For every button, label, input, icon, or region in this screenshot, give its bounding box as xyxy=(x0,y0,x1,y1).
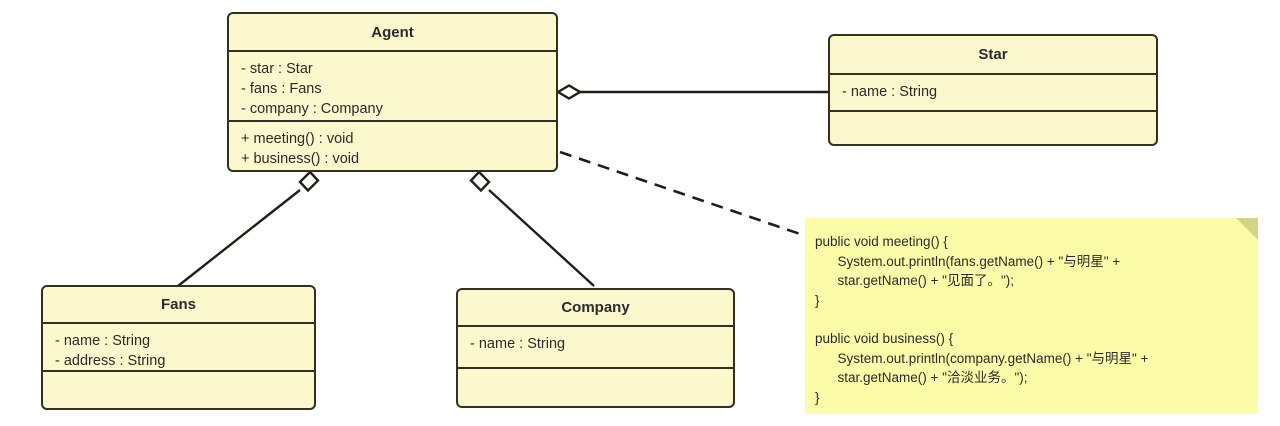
class-methods-star xyxy=(830,110,1156,144)
aggregation-diamond-fans xyxy=(298,170,320,193)
attribute-row: - name : String xyxy=(55,333,151,349)
attribute-row: - name : String xyxy=(470,336,566,352)
class-methods-company xyxy=(458,367,733,406)
attribute-row: - fans : Fans xyxy=(241,81,322,97)
class-title-star: Star xyxy=(978,46,1008,63)
attribute-row: - address : String xyxy=(55,353,166,369)
code-note[interactable]: public void meeting() { System.out.print… xyxy=(805,218,1258,414)
class-box-company[interactable]: Company - name : String xyxy=(456,288,735,408)
class-methods-fans xyxy=(43,370,314,408)
attribute-row: - name : String xyxy=(842,84,938,100)
class-methods-agent: + meeting() : void + business() : void xyxy=(229,120,556,170)
class-box-fans[interactable]: Fans - name : String - address : String xyxy=(41,285,316,410)
note-code-gap xyxy=(815,310,1242,329)
class-attributes-agent: - star : Star - fans : Fans - company : … xyxy=(229,50,556,120)
class-title-company: Company xyxy=(561,299,630,316)
connector-agent-fans xyxy=(177,189,301,287)
class-attributes-fans: - name : String - address : String xyxy=(43,322,314,370)
attribute-row: - company : Company xyxy=(241,101,383,117)
note-code-business: public void business() { System.out.prin… xyxy=(815,331,1149,405)
class-box-agent[interactable]: Agent - star : Star - fans : Fans - comp… xyxy=(227,12,558,172)
attribute-row: - star : Star xyxy=(241,61,313,77)
class-attributes-company: - name : String xyxy=(458,325,733,367)
aggregation-diamond-company xyxy=(469,170,491,193)
class-title-agent: Agent xyxy=(371,23,414,41)
connector-agent-company xyxy=(488,189,595,287)
class-title-fans: Fans xyxy=(160,296,196,313)
class-attributes-star: - name : String xyxy=(830,73,1156,110)
connector-agent-note xyxy=(559,150,807,238)
class-box-star[interactable]: Star - name : String xyxy=(828,34,1158,146)
method-row: + business() : void xyxy=(241,151,360,167)
note-code-meeting: public void meeting() { System.out.print… xyxy=(815,234,1121,308)
method-row: + meeting() : void xyxy=(241,131,354,147)
aggregation-diamond-star xyxy=(555,84,583,100)
